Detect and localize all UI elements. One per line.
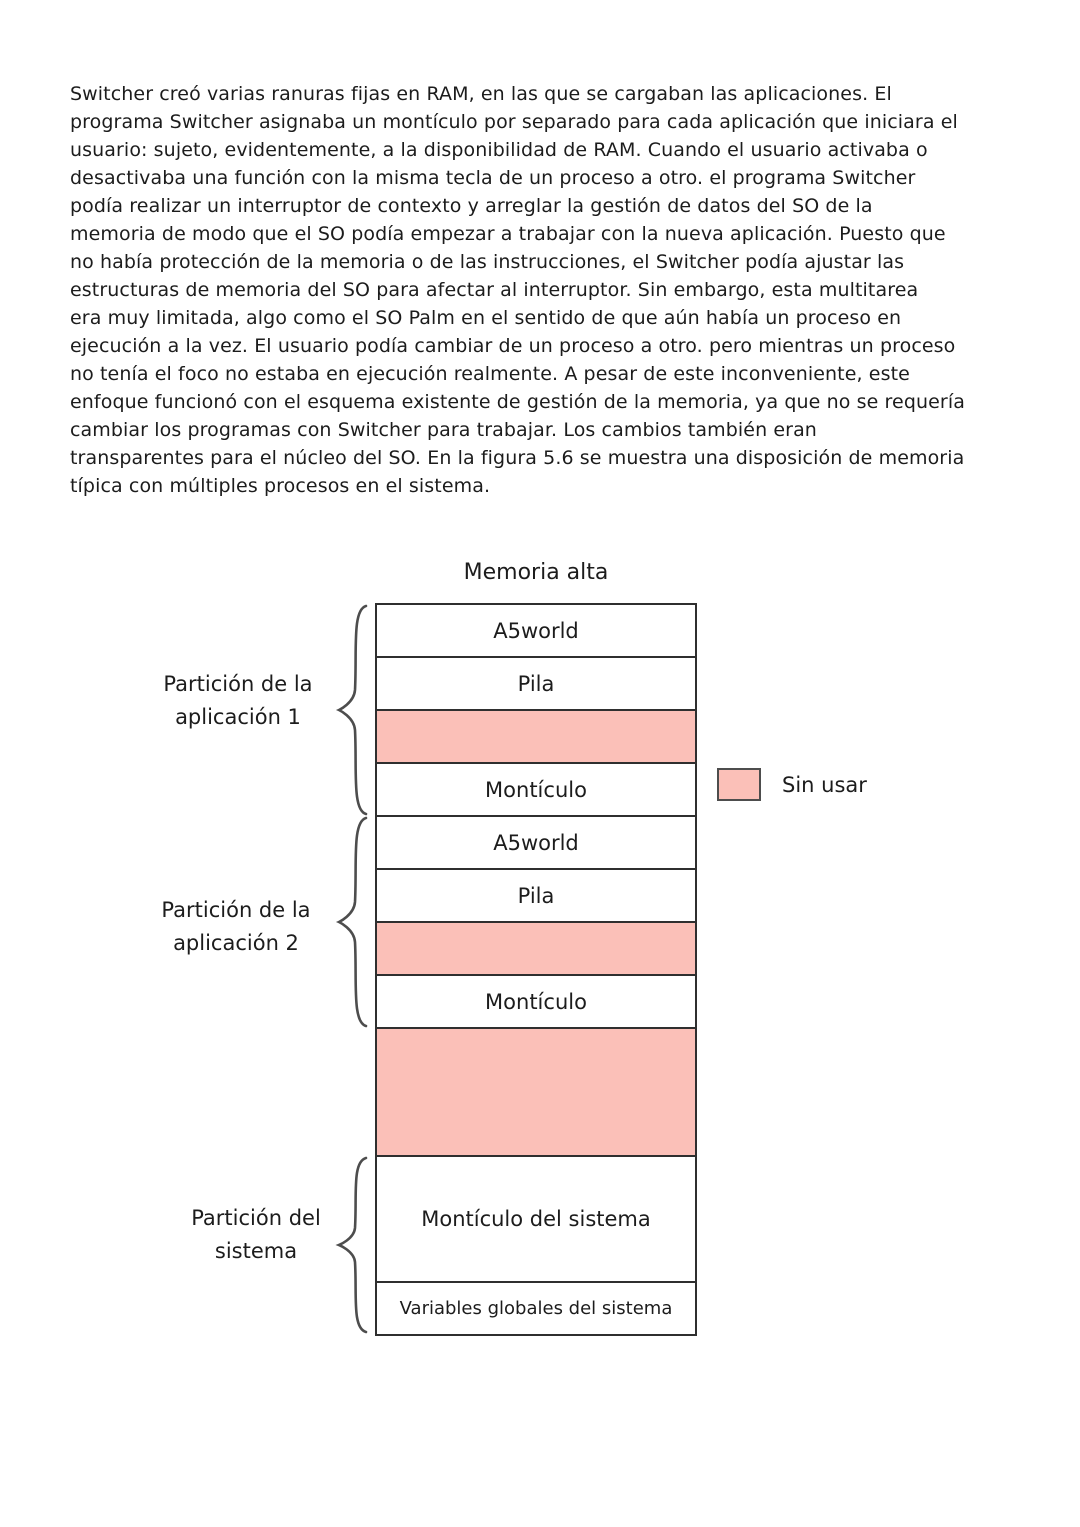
- memory-row: A5world: [377, 605, 695, 658]
- partition-label-line: Partición de la: [161, 898, 311, 922]
- partition-label-line: Partición del: [191, 1206, 321, 1230]
- paragraph-line: cambiar los programas con Switcher para …: [70, 419, 817, 441]
- legend-swatch-unused: [717, 768, 761, 801]
- figure-title: Memoria alta: [463, 560, 609, 585]
- memory-row: Pila: [377, 870, 695, 923]
- memory-row-label: Pila: [517, 883, 555, 908]
- memory-row-label: Variables globales del sistema: [399, 1298, 673, 1319]
- memory-row: Variables globales del sistema: [377, 1283, 695, 1334]
- memory-row: Montículo: [377, 764, 695, 817]
- paragraph-line: usuario: sujeto, evidentemente, a la dis…: [70, 139, 928, 161]
- paragraph-line: no había protección de la memoria o de l…: [70, 251, 905, 273]
- paragraph-line: era muy limitada, algo como el SO Palm e…: [70, 307, 902, 329]
- paragraph-line: podía realizar un interruptor de context…: [70, 195, 873, 217]
- paragraph-line: estructuras de memoria del SO para afect…: [70, 279, 919, 301]
- memory-row: Montículo: [377, 976, 695, 1029]
- memory-row: Pila: [377, 658, 695, 711]
- paragraph-line: transparentes para el núcleo del SO. En …: [70, 447, 965, 469]
- partition-label-app1: Partición de la aplicación 1: [112, 668, 364, 734]
- partition-label-system: Partición del sistema: [130, 1202, 382, 1268]
- partition-label-line: aplicación 2: [173, 931, 299, 955]
- paragraph-line: desactivaba una función con la misma tec…: [70, 167, 916, 189]
- partition-label-line: aplicación 1: [175, 705, 301, 729]
- paragraph-line: no tenía el foco no estaba en ejecución …: [70, 363, 910, 385]
- memory-row-label: Pila: [517, 671, 555, 696]
- memory-row-unused: [377, 923, 695, 976]
- paragraph-line: Switcher creó varias ranuras fijas en RA…: [70, 83, 892, 105]
- partition-label-line: sistema: [214, 1239, 298, 1263]
- legend-label: Sin usar: [782, 772, 867, 797]
- memory-row-label: A5world: [493, 830, 579, 855]
- partition-brace: [326, 1154, 372, 1336]
- memory-row-label: Montículo del sistema: [421, 1207, 651, 1231]
- partition-label-line: Partición de la: [163, 672, 313, 696]
- paragraph-line: memoria de modo que el SO podía empezar …: [70, 223, 946, 245]
- memory-stack-diagram: A5world Pila Montículo A5world Pila Mont…: [375, 603, 697, 1336]
- memory-row-unused: [377, 1029, 695, 1157]
- article-paragraph: Switcher creó varias ranuras fijas en RA…: [70, 80, 1020, 500]
- memory-row: A5world: [377, 817, 695, 870]
- memory-row: Montículo del sistema: [377, 1157, 695, 1283]
- paragraph-line: típica con múltiples procesos en el sist…: [70, 475, 491, 497]
- memory-row-unused: [377, 711, 695, 764]
- paragraph-line: ejecución a la vez. El usuario podía cam…: [70, 335, 956, 357]
- partition-label-app2: Partición de la aplicación 2: [110, 894, 362, 960]
- paragraph-line: programa Switcher asignaba un montículo …: [70, 111, 958, 133]
- partition-brace: [326, 602, 372, 818]
- memory-row-label: Montículo: [485, 989, 587, 1014]
- paragraph-line: enfoque funcionó con el esquema existent…: [70, 391, 965, 413]
- memory-row-label: A5world: [493, 618, 579, 643]
- memory-row-label: Montículo: [485, 777, 587, 802]
- figure-legend: Sin usar: [717, 768, 867, 801]
- partition-brace: [326, 814, 372, 1030]
